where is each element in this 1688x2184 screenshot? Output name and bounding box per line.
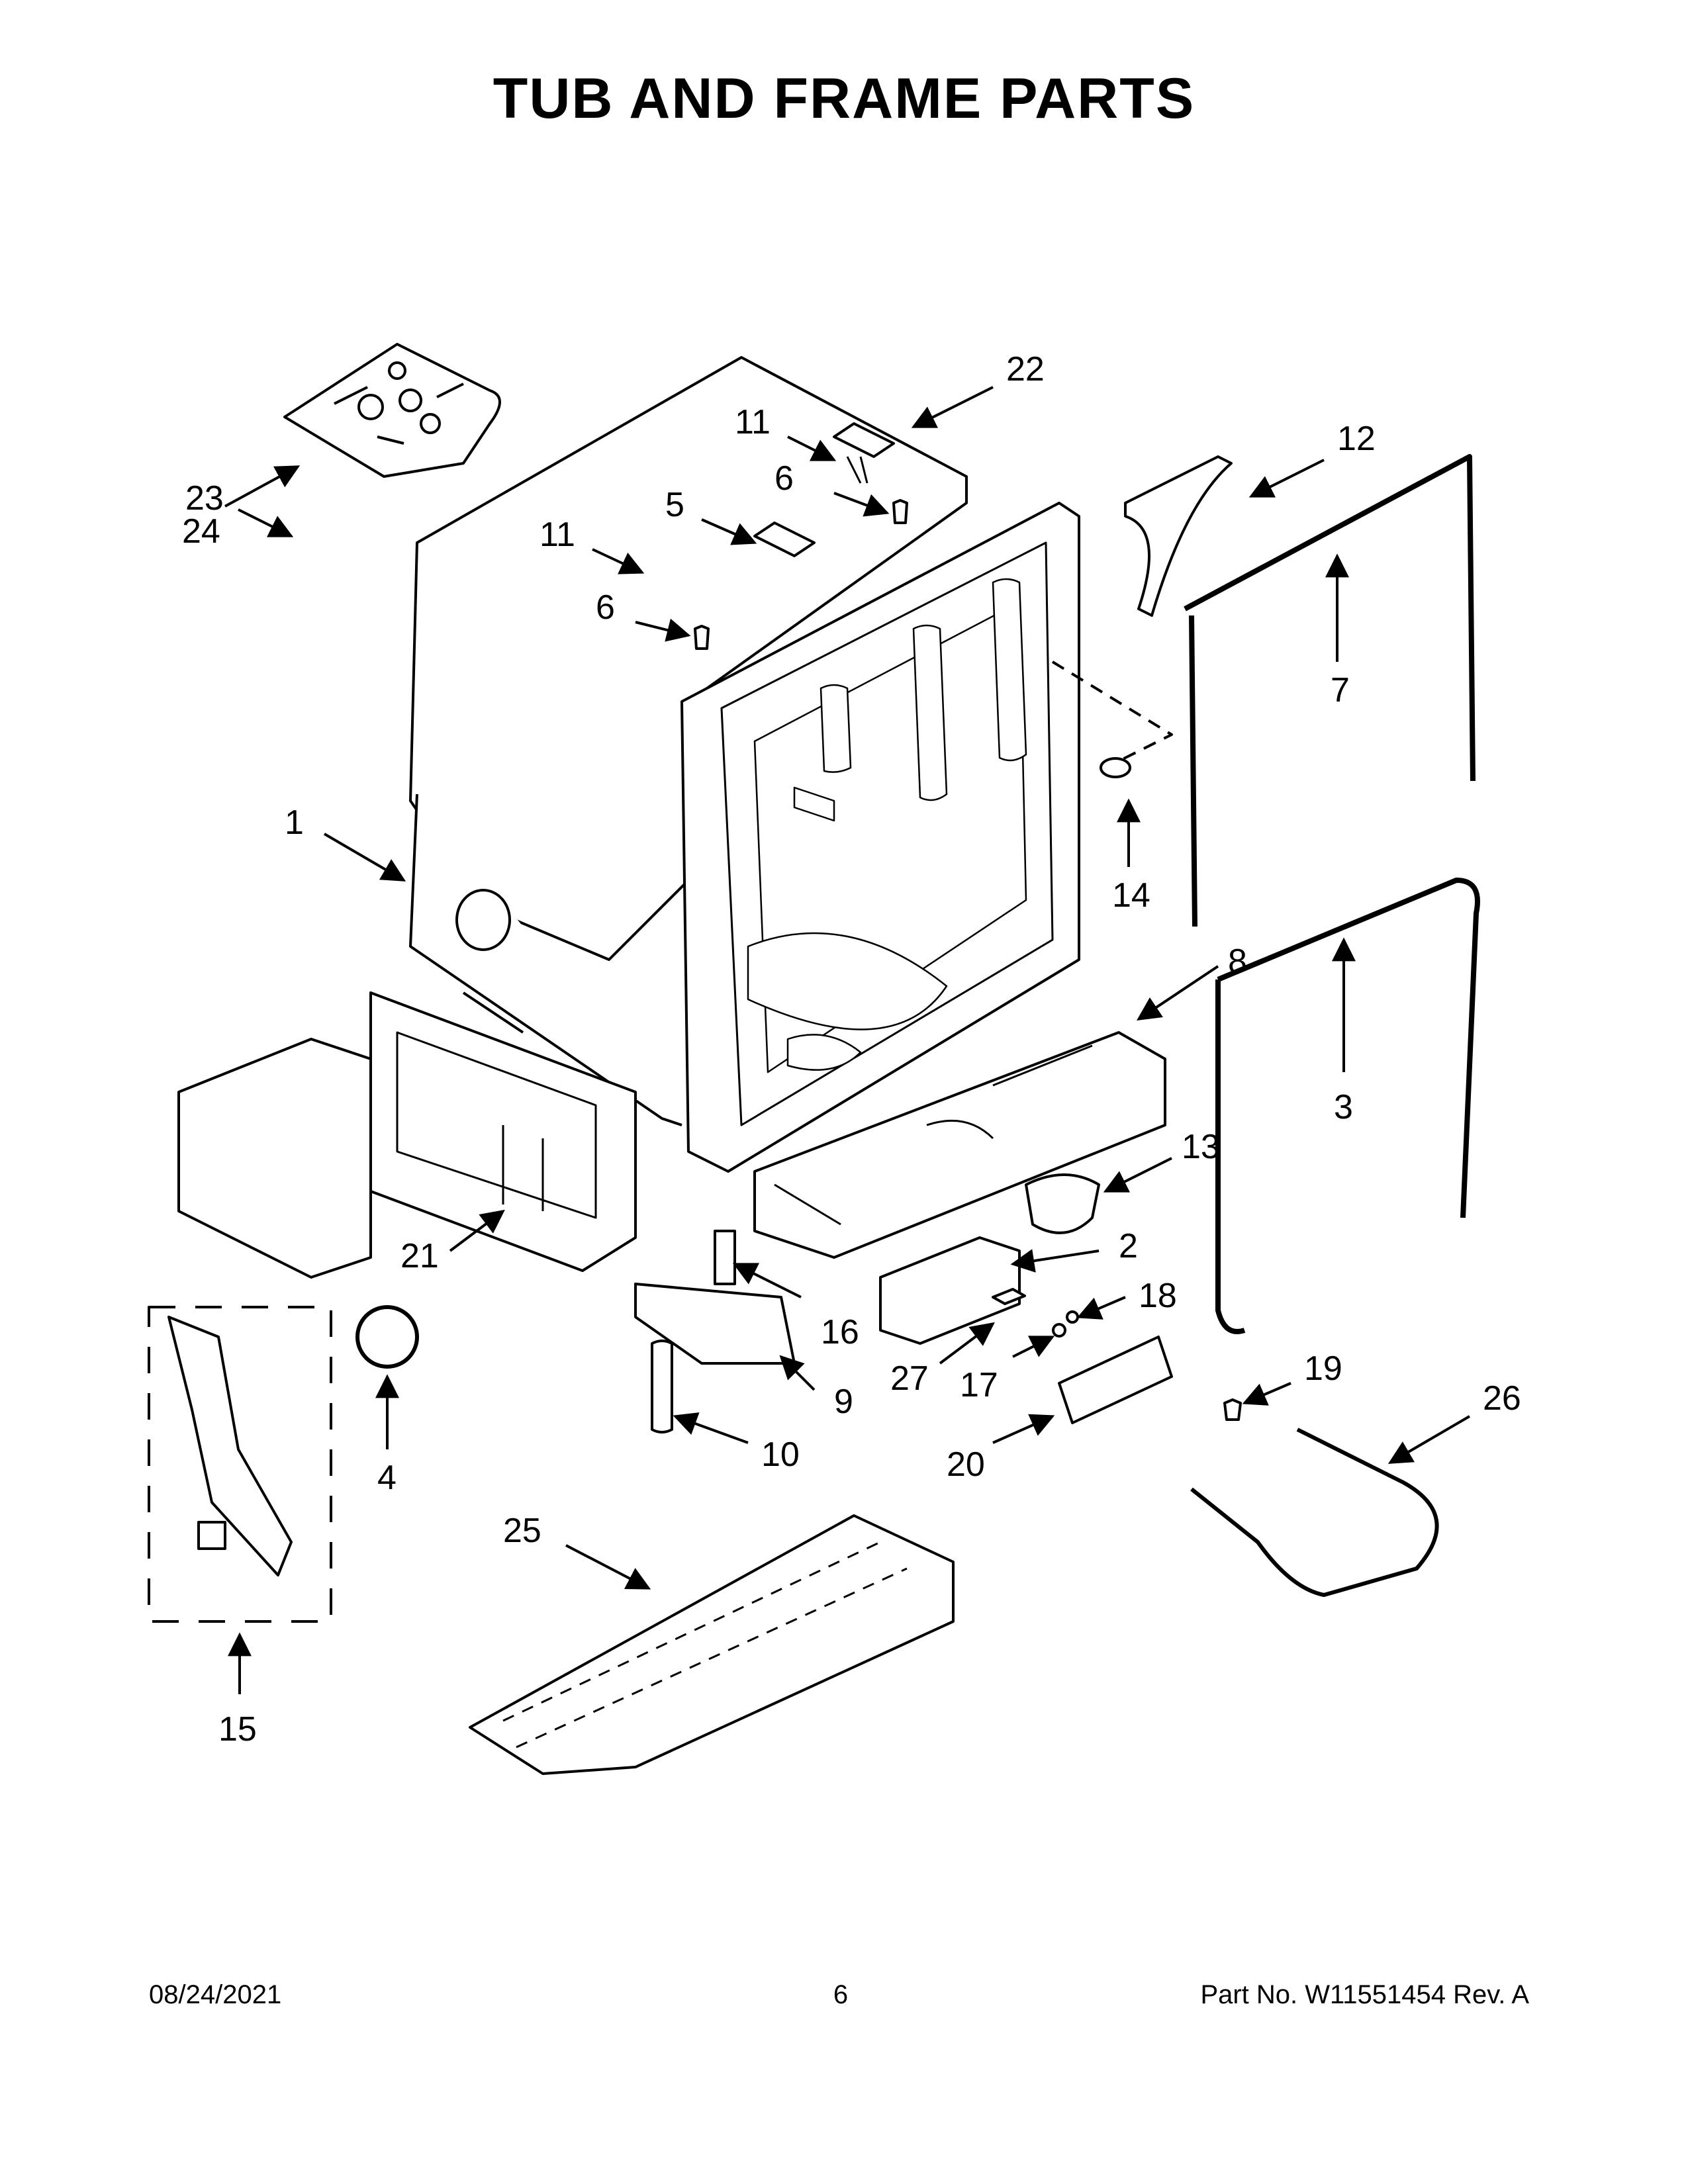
leader-8	[1137, 965, 1219, 1021]
callout-8: 8	[1228, 942, 1247, 981]
leader-6a	[833, 492, 890, 517]
callout-19: 19	[1304, 1349, 1342, 1388]
leader-22	[911, 386, 994, 428]
washer-part	[1052, 1323, 1066, 1338]
callout-27: 27	[890, 1359, 929, 1398]
callout-12: 12	[1337, 420, 1376, 458]
callout-17: 17	[960, 1366, 998, 1404]
leader-23	[238, 508, 294, 537]
callout-26: 26	[1483, 1379, 1521, 1418]
latch-assembly-part	[148, 1306, 332, 1623]
leader-1	[323, 833, 406, 882]
leader-9	[779, 1355, 816, 1391]
leader-19	[1242, 1382, 1291, 1406]
toe-kick-part	[177, 1038, 372, 1279]
footer-page-number: 6	[833, 1980, 849, 2009]
tub-base-part	[753, 1031, 1166, 1259]
door-gasket-part	[1215, 878, 1480, 1334]
nut-part	[1066, 1310, 1079, 1324]
callout-18: 18	[1139, 1277, 1177, 1315]
leader-11a	[787, 435, 837, 461]
screw-part	[694, 499, 908, 650]
callout-5: 5	[665, 486, 684, 524]
hardware-bag-part	[283, 343, 501, 478]
insulation-pad-part	[469, 1514, 955, 1775]
leader-26	[1387, 1415, 1471, 1464]
callout-2: 2	[1119, 1227, 1138, 1265]
callout-16: 16	[821, 1313, 859, 1351]
cover-part	[1058, 1336, 1173, 1424]
leader-20	[992, 1414, 1055, 1444]
callout-1: 1	[285, 803, 304, 842]
leader-10	[673, 1412, 749, 1444]
wire-harness-part	[1190, 1428, 1439, 1597]
leader-17	[1012, 1336, 1055, 1358]
callout-3: 3	[1334, 1088, 1353, 1126]
leader-12	[1248, 459, 1325, 498]
front-frame-part	[369, 991, 637, 1272]
callout-22: 22	[1006, 350, 1045, 388]
footer-date: 08/24/2021	[149, 1980, 282, 2009]
leader-18	[1076, 1296, 1126, 1320]
channel-part	[634, 1283, 796, 1365]
callout-15: 15	[218, 1710, 257, 1749]
leader-21	[449, 1209, 505, 1252]
callout-6b: 6	[596, 588, 615, 627]
callout-11a: 11	[735, 403, 771, 441]
plug-part	[1100, 757, 1131, 778]
callout-10: 10	[761, 1435, 800, 1474]
callout-21: 21	[400, 1237, 439, 1275]
leader-16	[732, 1263, 802, 1298]
leader-24	[224, 465, 301, 508]
spring-part	[714, 1230, 736, 1285]
leader-2	[1010, 1249, 1100, 1273]
callout-24: 24	[182, 512, 220, 551]
vent-part	[1124, 455, 1233, 617]
tub-insulation-wrap-part	[409, 356, 968, 1126]
callout-4: 4	[377, 1459, 397, 1497]
small-screw-part	[1223, 1398, 1242, 1421]
callout-9: 9	[834, 1383, 853, 1421]
leader-13	[1103, 1157, 1172, 1193]
bracket-part	[879, 1236, 1021, 1345]
footer-part-number: Part No. W11551454 Rev. A	[1200, 1980, 1529, 2009]
callout-25: 25	[503, 1512, 541, 1550]
leader-5	[701, 518, 757, 545]
connector-part	[992, 1288, 1026, 1305]
gear-part	[355, 1305, 419, 1369]
callout-13: 13	[1182, 1128, 1220, 1166]
hinge-bracket-part	[753, 422, 895, 557]
pump-mount-part	[1025, 1173, 1100, 1234]
callout-7: 7	[1331, 671, 1350, 709]
callout-14: 14	[1112, 876, 1150, 915]
page-title: TUB AND FRAME PARTS	[492, 67, 1196, 130]
leader-6b	[635, 618, 691, 642]
leader-11b	[592, 548, 645, 574]
dishwasher-tub-part	[680, 502, 1080, 1173]
leader-25	[565, 1544, 651, 1590]
callout-6a: 6	[774, 459, 794, 498]
callout-11b: 11	[539, 516, 575, 554]
leader-27	[939, 1322, 995, 1365]
callout-20: 20	[947, 1445, 985, 1484]
callout-23: 23	[185, 479, 224, 518]
side-gasket-part	[1184, 454, 1476, 927]
hose-part	[651, 1340, 673, 1433]
